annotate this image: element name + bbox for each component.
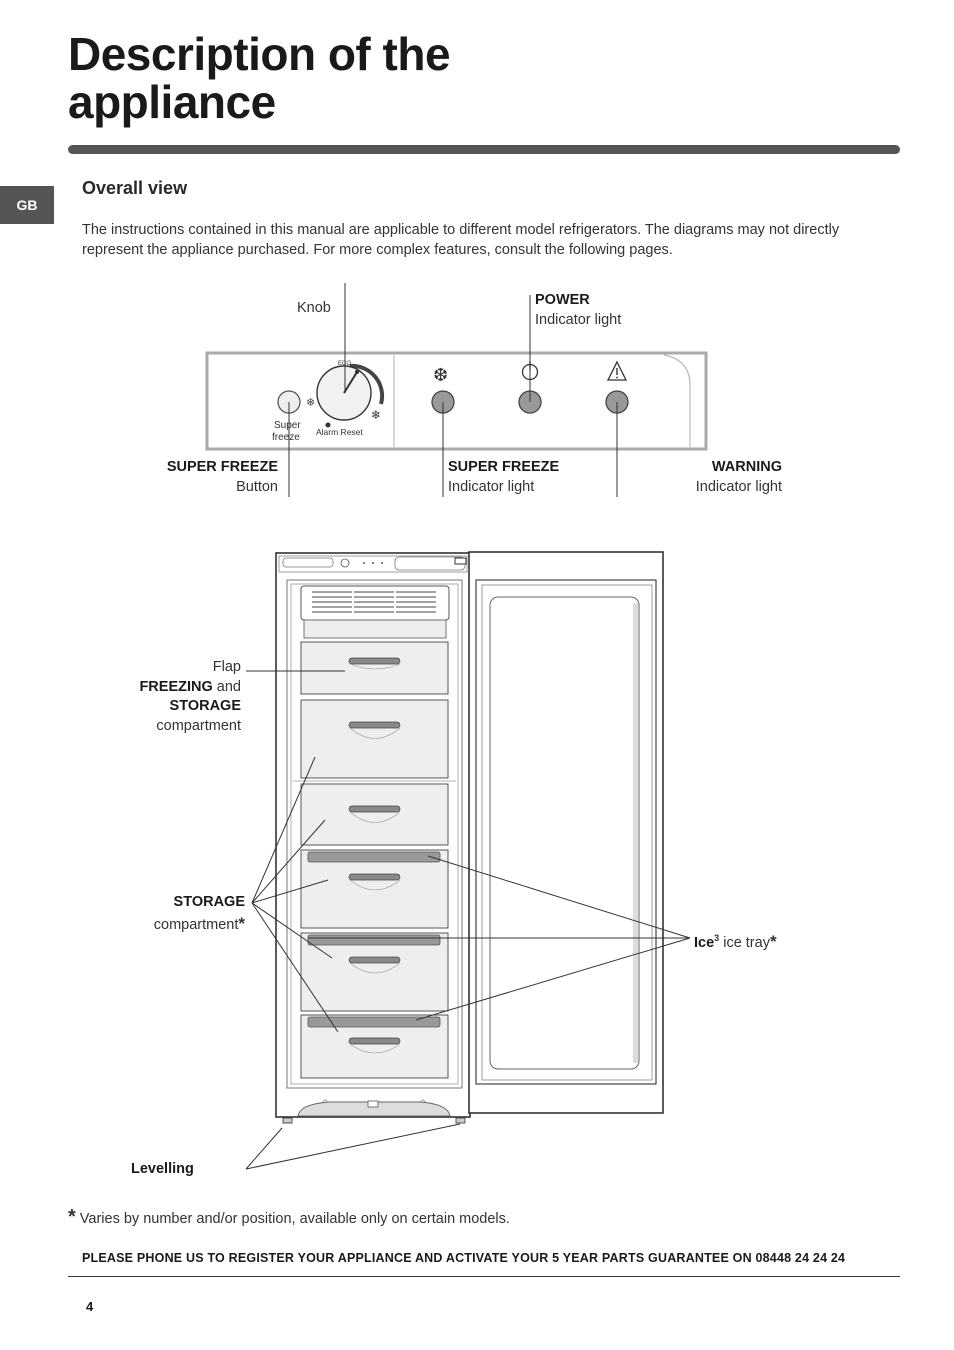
super-freeze-light-label: SUPER FREEZE Indicator light bbox=[448, 457, 559, 497]
warning-label: WARNING Indicator light bbox=[696, 457, 782, 497]
levelling-label: Levelling bbox=[131, 1161, 194, 1177]
super-freeze-button-label-title: SUPER FREEZE bbox=[166, 459, 278, 475]
flap-label: Flap bbox=[212, 659, 241, 675]
drawer-5 bbox=[300, 1014, 449, 1079]
warning-icon bbox=[606, 360, 628, 381]
section-heading: Overall view bbox=[82, 178, 188, 198]
intro-paragraph: The instructions contained in this manua… bbox=[82, 222, 840, 258]
drawer-2 bbox=[300, 783, 449, 846]
ice-asterisk: * bbox=[769, 931, 777, 951]
page-number: 4 bbox=[86, 1299, 94, 1314]
drawer-1 bbox=[300, 699, 449, 779]
storage-label: STORAGE bbox=[169, 698, 241, 714]
svg-text:freeze: freeze bbox=[272, 432, 300, 443]
storage-compartment-title: STORAGE bbox=[173, 894, 245, 910]
footnote-text: Varies by number and/or position, availa… bbox=[79, 1211, 510, 1227]
flap-freezing-storage-label: Flap FREEZING and STORAGE compartment bbox=[139, 659, 241, 734]
registration-phone-note: PLEASE PHONE US TO REGISTER YOUR APPLIAN… bbox=[82, 1251, 846, 1265]
drawer-3 bbox=[300, 849, 449, 929]
super-freeze-button-label-sub: Button bbox=[236, 479, 278, 495]
warning-label-sub: Indicator light bbox=[695, 479, 782, 495]
language-tab-label: GB bbox=[16, 197, 38, 213]
super-freeze-button-label: SUPER FREEZE Button bbox=[167, 457, 278, 497]
super-freeze-light-label-title: SUPER FREEZE bbox=[448, 459, 560, 475]
ice-tray-label: Ice3 ice tray* bbox=[694, 931, 777, 951]
freezer-illustration bbox=[275, 551, 664, 1124]
snowflake-icon: ❆ bbox=[433, 365, 448, 386]
svg-text:Alarm Reset: Alarm Reset bbox=[316, 427, 363, 437]
power-label-sub: Indicator light bbox=[535, 312, 622, 328]
power-label: POWER Indicator light bbox=[535, 290, 621, 330]
freezing-label: FREEZING bbox=[139, 678, 213, 695]
super-freeze-light-label-sub: Indicator light bbox=[448, 479, 535, 495]
control-panel-illustration: ❄ Super freeze ECO ❄ Alarm Reset ❆ bbox=[205, 351, 708, 451]
svg-text:❄: ❄ bbox=[371, 408, 381, 422]
panel-leader-lines bbox=[288, 283, 618, 497]
drawer-4 bbox=[300, 932, 449, 1012]
ice-label: Ice bbox=[694, 934, 715, 951]
appliance-leader-lines bbox=[245, 670, 691, 1170]
flap-compartment bbox=[300, 641, 449, 695]
storage-compartment-label: STORAGE compartment* bbox=[153, 894, 245, 933]
power-label-title: POWER bbox=[535, 292, 590, 308]
footer-divider bbox=[68, 1276, 900, 1277]
warning-label-title: WARNING bbox=[711, 459, 782, 475]
title-divider bbox=[68, 145, 900, 154]
svg-text:❄: ❄ bbox=[306, 396, 315, 409]
page-title: Description of the appliance bbox=[68, 28, 451, 128]
knob-label: Knob bbox=[297, 300, 331, 316]
footnote: *Varies by number and/or position, avail… bbox=[68, 1206, 510, 1229]
storage-asterisk: * bbox=[238, 914, 245, 933]
footnote-asterisk: * bbox=[68, 1206, 76, 1228]
svg-text:Super: Super bbox=[274, 420, 301, 431]
thermostat-knob: ECO ❄ Alarm Reset bbox=[316, 361, 385, 437]
language-tab: GB bbox=[0, 186, 54, 224]
